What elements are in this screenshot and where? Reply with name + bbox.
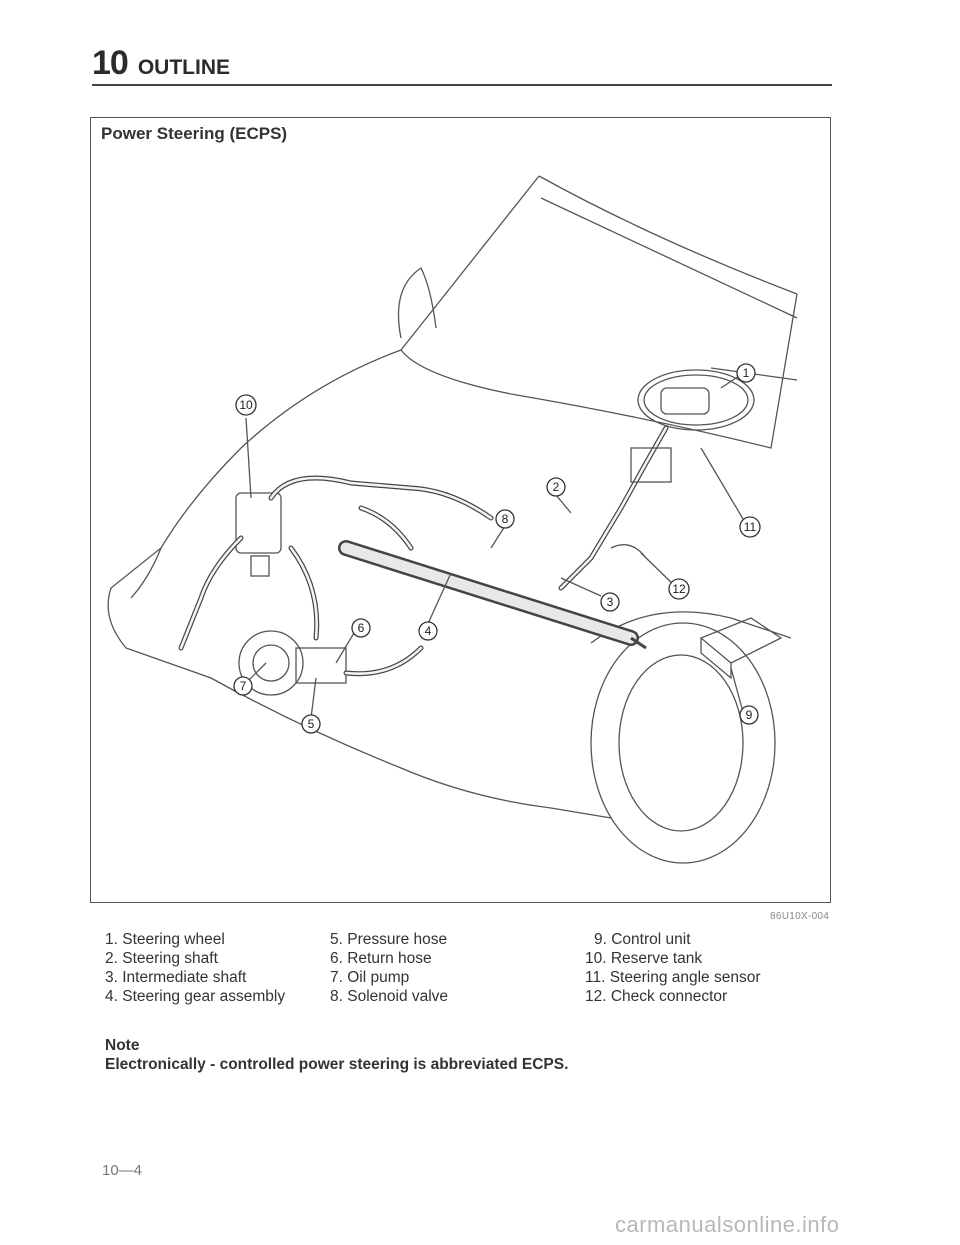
svg-text:7: 7	[240, 679, 247, 693]
legend-item: 7. Oil pump	[330, 969, 410, 986]
chapter-number: 10	[92, 44, 129, 82]
callout-12: 12	[668, 578, 690, 600]
chapter-title: OUTLINE	[137, 56, 230, 79]
figure-frame: 1 2 3 4 5 6 7 8 9 10 11 12 Power Steerin…	[90, 117, 831, 903]
note-block: Note Electronically - controlled power s…	[105, 1036, 568, 1074]
svg-text:11: 11	[744, 520, 757, 534]
legend-item: 5. Pressure hose	[330, 931, 448, 948]
watermark: carmanualsonline.info	[615, 1212, 840, 1237]
svg-text:8: 8	[502, 512, 509, 526]
svg-text:5: 5	[308, 717, 315, 731]
svg-text:6: 6	[358, 621, 365, 635]
svg-text:9: 9	[746, 708, 753, 722]
callout-10: 10	[235, 394, 257, 416]
callout-9: 9	[739, 705, 759, 725]
legend-item: 2. Steering shaft	[105, 950, 218, 967]
legend-column-3: 9. Control unit 10. Reserve tank 11. Ste…	[585, 930, 761, 1006]
chapter-header: 10 OUTLINE	[92, 44, 230, 83]
legend-item: 1. Steering wheel	[105, 931, 225, 948]
svg-text:12: 12	[672, 582, 686, 596]
callout-11: 11	[739, 516, 761, 538]
header-rule	[92, 84, 832, 86]
callout-2: 2	[546, 477, 566, 497]
legend-item: 6. Return hose	[330, 950, 432, 967]
note-text: Electronically - controlled power steeri…	[105, 1056, 569, 1073]
callout-5: 5	[301, 714, 321, 734]
svg-text:4: 4	[425, 624, 432, 638]
callout-6: 6	[351, 618, 371, 638]
legend-column-2: 5. Pressure hose 6. Return hose 7. Oil p…	[330, 930, 448, 1006]
note-heading: Note	[105, 1037, 140, 1054]
callout-1: 1	[736, 363, 756, 383]
legend-column-1: 1. Steering wheel 2. Steering shaft 3. I…	[105, 930, 285, 1006]
svg-text:2: 2	[553, 480, 560, 494]
legend-item: 8. Solenoid valve	[330, 988, 449, 1005]
svg-text:10: 10	[239, 398, 253, 412]
figure-title: Power Steering (ECPS)	[101, 124, 288, 143]
svg-text:3: 3	[607, 595, 614, 609]
callout-3: 3	[600, 592, 620, 612]
legend-item: 9. Control unit	[594, 931, 691, 948]
legend-item: 3. Intermediate shaft	[105, 969, 247, 986]
callout-7: 7	[233, 676, 253, 696]
svg-text:1: 1	[743, 366, 750, 380]
callout-8: 8	[495, 509, 515, 529]
page-number: 10—4	[102, 1162, 143, 1179]
legend-item: 11. Steering angle sensor	[585, 969, 761, 986]
figure-code: 86U10X-004	[770, 911, 830, 922]
callout-4: 4	[418, 621, 438, 641]
steering-system-illustration: 1 2 3 4 5 6 7 8 9 10 11 12	[107, 175, 798, 864]
legend-item: 10. Reserve tank	[585, 950, 703, 967]
legend-item: 4. Steering gear assembly	[105, 988, 286, 1005]
legend-item: 12. Check connector	[585, 988, 728, 1005]
